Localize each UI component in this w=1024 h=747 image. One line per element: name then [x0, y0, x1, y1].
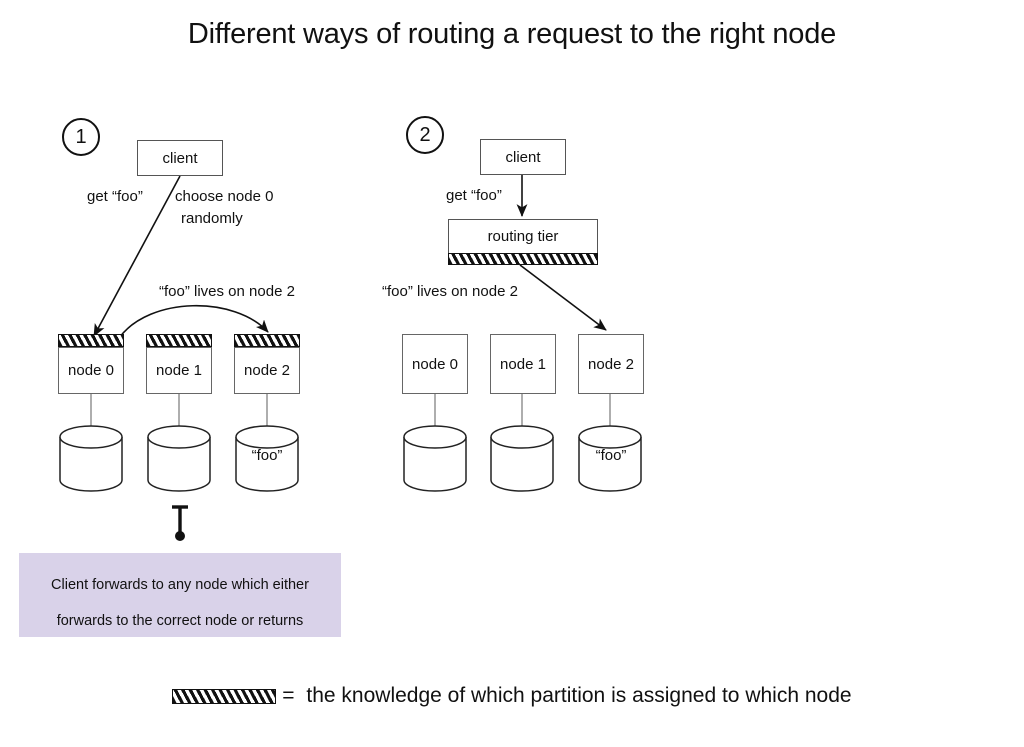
label-randomly: randomly: [181, 210, 243, 227]
arrow-routing-tier-to-node2: [519, 264, 607, 331]
node-box-node0-panel2[interactable]: node 0: [402, 334, 468, 394]
legend-text: the knowledge of which partition is assi…: [306, 684, 852, 707]
knowledge-bar-node1-panel1: [146, 334, 212, 347]
label-choose-node-0: choose node 0: [175, 188, 274, 205]
knowledge-bar-routing-tier: [448, 253, 598, 265]
knowledge-bar-node0-panel1: [58, 334, 124, 347]
annotation-line-1: Client forwards to any node which either: [51, 577, 309, 593]
annotation-line-2: forwards to the correct node or returns: [56, 613, 304, 629]
legend-equals: =: [282, 684, 295, 707]
node-box-node2-panel1[interactable]: node 2: [234, 347, 300, 394]
step-number-2: 2: [406, 116, 444, 154]
node-box-node2-panel2[interactable]: node 2: [578, 334, 644, 394]
node-box-node0-panel1[interactable]: node 0: [58, 347, 124, 394]
client-box-panel1[interactable]: client: [137, 140, 223, 176]
page-title: Different ways of routing a request to t…: [187, 18, 837, 50]
knowledge-bar-node2-panel1: [234, 334, 300, 347]
hatch-swatch-icon: [172, 689, 277, 704]
label-foo-lives-on-node-2-panel2: “foo” lives on node 2: [382, 283, 518, 300]
annotation-callout: Client forwards to any node which either…: [19, 553, 341, 637]
callout-pin-marker: [172, 505, 188, 541]
node-box-node1-panel1[interactable]: node 1: [146, 347, 212, 394]
node-store-links-panel2: [434, 394, 611, 428]
store-label-node2-panel1: “foo”: [251, 447, 283, 464]
label-get-foo-panel2: get “foo”: [446, 187, 502, 204]
routing-tier-box[interactable]: routing tier: [448, 219, 598, 254]
step-number-1: 1: [62, 118, 100, 156]
label-foo-lives-on-node-2-panel1: “foo” lives on node 2: [159, 283, 295, 300]
store-label-node2-panel2: “foo”: [595, 447, 627, 464]
label-get-foo-panel1: get “foo”: [87, 188, 143, 205]
node-box-node1-panel2[interactable]: node 1: [490, 334, 556, 394]
client-box-panel2[interactable]: client: [480, 139, 566, 175]
legend: = the knowledge of which partition is as…: [0, 684, 1024, 708]
node-store-links-panel1: [90, 394, 268, 428]
